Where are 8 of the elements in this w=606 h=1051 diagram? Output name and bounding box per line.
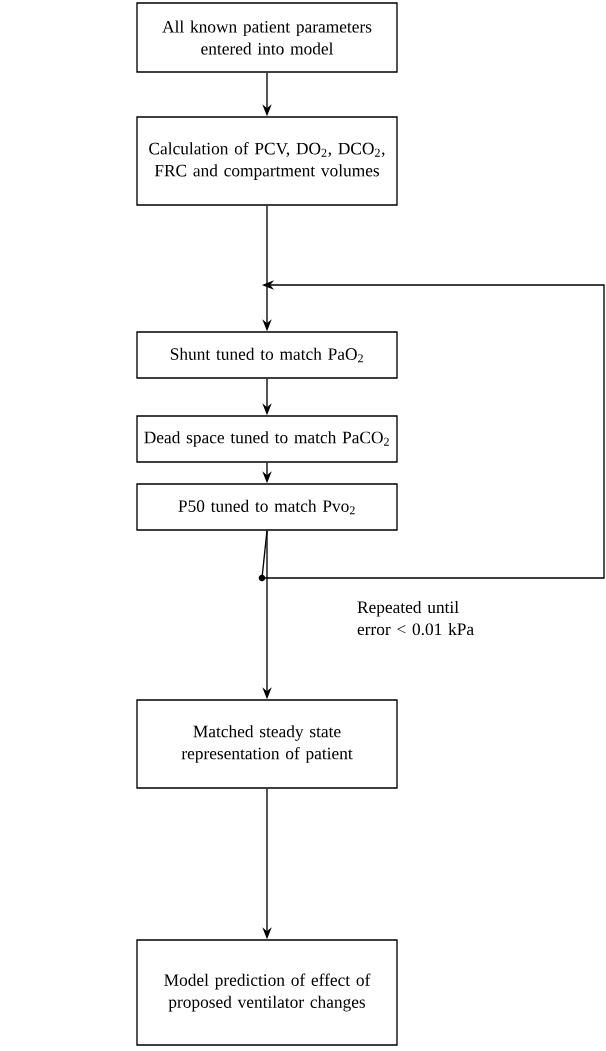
process-box: Shunt tuned to match PaO$_{2}$ xyxy=(136,331,398,379)
process-box: P50 tuned to match Pvo$_{2}$ xyxy=(136,483,398,531)
process-box: Matched steady state representation of patient xyxy=(136,699,398,789)
edge-label: Repeated until error < 0.01 kPa xyxy=(357,600,474,636)
process-box: All known patient parameters entered into model xyxy=(136,2,398,73)
process-box: Dead space tuned to match PaCO$_{2}$ xyxy=(136,415,398,463)
process-box: Calculation of PCV, DO$_{2}$, DCO$_{2}$, FRC and compartment volumes xyxy=(136,116,398,206)
process-box: Model prediction of effect of proposed ventilator changes xyxy=(136,939,398,1046)
